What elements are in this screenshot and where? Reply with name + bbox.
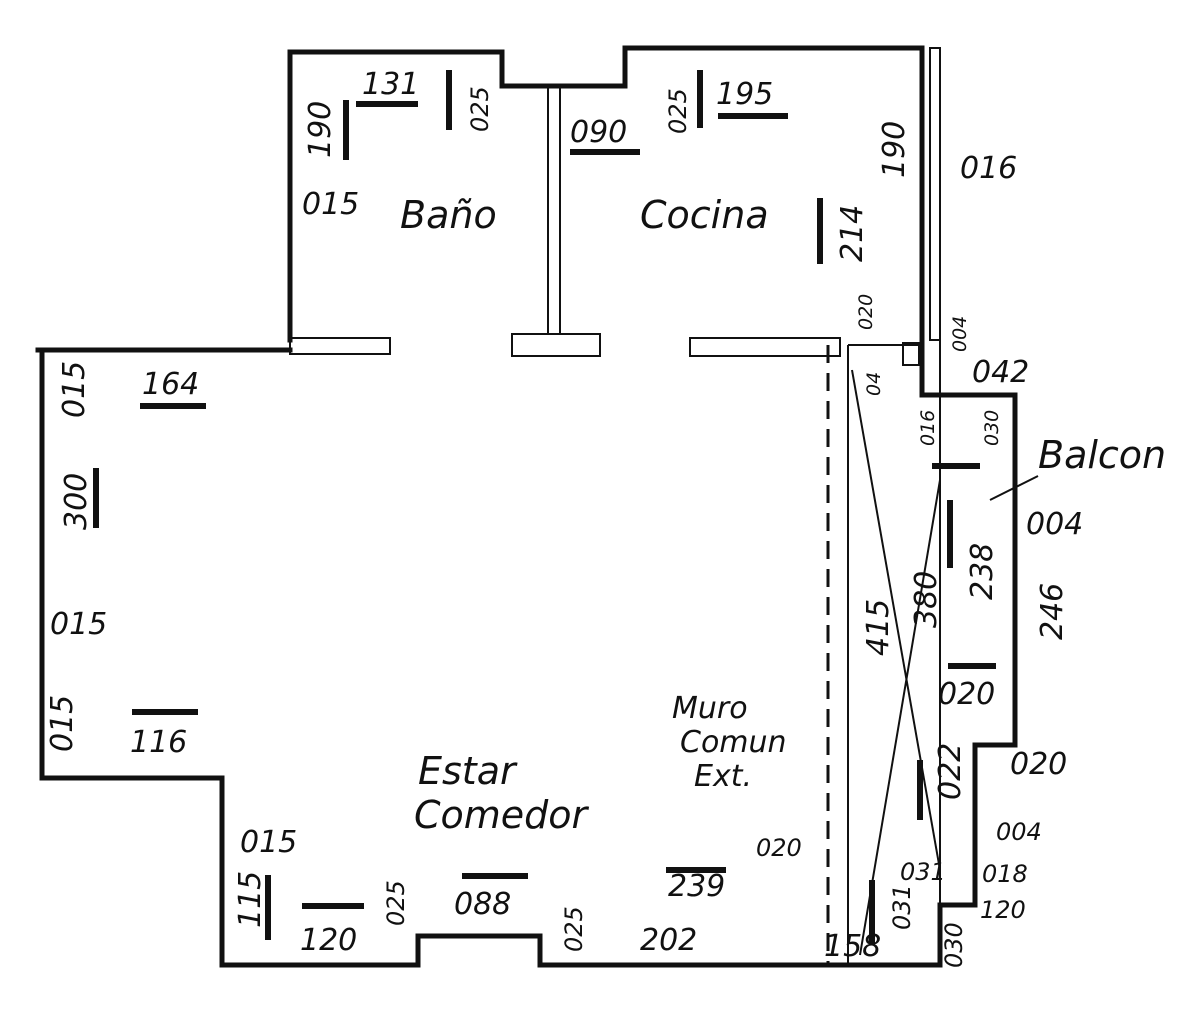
dim-030: 030	[940, 922, 968, 968]
dim-031-b: 031	[900, 858, 946, 886]
interior-partitions	[289, 85, 841, 357]
diagonal-a	[851, 369, 941, 871]
dim-239: 239	[668, 869, 725, 904]
room-labels: Baño Cocina Estar Comedor Balcon Muro Co…	[400, 193, 1166, 837]
label-ext: Ext.	[694, 759, 752, 794]
dim-025-bottom-a: 025	[382, 880, 410, 926]
dim-195: 195	[716, 77, 773, 112]
label-muro: Muro	[672, 691, 748, 726]
dim-022: 022	[933, 743, 968, 800]
dim-120-right: 120	[980, 896, 1026, 924]
dim-016-top: 016	[960, 151, 1017, 186]
partition-t-base	[511, 333, 601, 357]
dim-164: 164	[142, 367, 199, 402]
dim-020-right: 020	[1010, 747, 1067, 782]
dim-246: 246	[1035, 583, 1070, 640]
dim-015-left-top: 015	[57, 361, 92, 418]
dim-030-small: 030	[981, 410, 1003, 446]
dimension-ticks	[93, 70, 996, 945]
dim-020-balc: 020	[938, 677, 995, 712]
dim-025-cocina: 025	[664, 88, 692, 134]
dim-015-left-mid: 015	[50, 607, 107, 642]
label-cocina: Cocina	[640, 193, 769, 237]
dim-158: 158	[824, 929, 881, 964]
dim-015-bottom: 015	[240, 825, 297, 860]
dim-214: 214	[835, 205, 870, 262]
dim-004-low: 004	[996, 818, 1042, 846]
dim-120-bottom: 120	[300, 923, 357, 958]
dim-116: 116	[130, 725, 187, 760]
corner-box	[902, 342, 920, 366]
window-strip	[929, 47, 941, 341]
label-bano: Baño	[400, 193, 497, 237]
partition-right-stub	[689, 337, 841, 357]
dim-018: 018	[982, 860, 1028, 888]
dim-131: 131	[362, 67, 419, 102]
dimension-labels: 131 190 025 015 090 025 195 190 016 214 …	[45, 67, 1083, 968]
right-side-structure	[826, 47, 1039, 965]
dim-380: 380	[909, 571, 944, 628]
label-estar: Estar	[418, 749, 518, 793]
partition-bano-cocina	[547, 85, 561, 335]
dim-04-small: 04	[863, 372, 885, 396]
dim-004-top: 004	[949, 316, 971, 352]
dim-004-mid: 004	[1026, 507, 1083, 542]
dim-020-muro: 020	[756, 834, 802, 862]
dim-020-cocina: 020	[855, 294, 877, 330]
dim-415: 415	[861, 599, 896, 656]
dim-300: 300	[59, 473, 94, 530]
balcon-leader	[989, 475, 1039, 501]
label-comun: Comun	[680, 725, 787, 760]
wall-outline	[39, 45, 1018, 968]
dim-015-bano: 015	[302, 187, 359, 222]
dim-025-bottom-b: 025	[560, 906, 588, 952]
dim-202: 202	[640, 923, 697, 958]
diagonal-b	[859, 479, 941, 956]
dim-190-bano: 190	[303, 101, 338, 158]
exterior-walls	[35, 45, 1018, 968]
dim-031-a: 031	[888, 884, 916, 930]
dim-042: 042	[972, 355, 1029, 390]
label-comedor: Comedor	[414, 793, 590, 837]
dim-016-balc: 016	[917, 410, 939, 446]
partition-left-stub	[289, 337, 391, 355]
dim-025-bano: 025	[466, 86, 494, 132]
dim-238: 238	[965, 543, 1000, 600]
label-balcon: Balcon	[1038, 433, 1166, 477]
dim-190-cocina: 190	[877, 121, 912, 178]
dim-115: 115	[233, 871, 268, 928]
dim-090: 090	[570, 115, 627, 150]
dim-015-left-low: 015	[45, 695, 80, 752]
dim-088: 088	[454, 887, 511, 922]
